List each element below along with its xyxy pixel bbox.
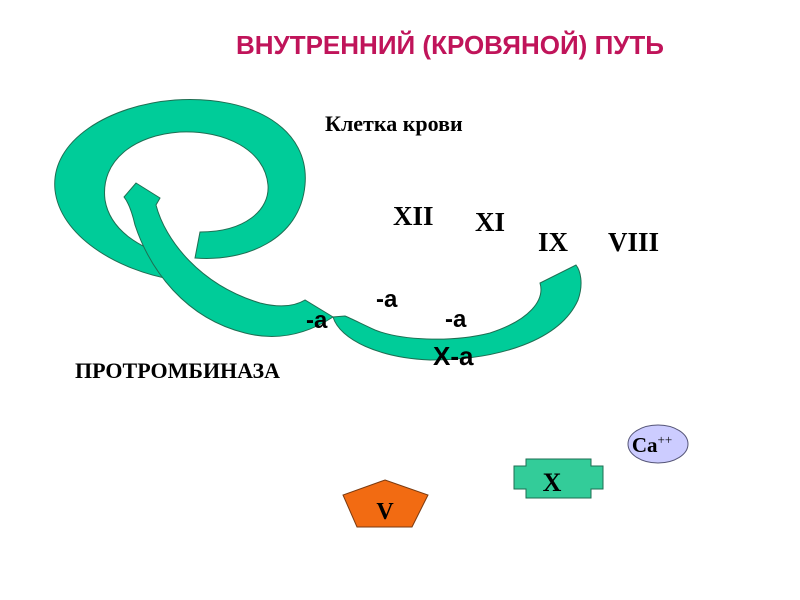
- factor-x-label: X: [543, 468, 562, 497]
- calcium-ion-label: Ca++: [632, 432, 672, 457]
- factor-xa-label: X-а: [433, 341, 474, 371]
- prothrombinase-label: ПРОТРОМБИНАЗА: [75, 358, 281, 383]
- activation-mark-left: -а: [306, 307, 328, 334]
- factor-v-token: [342, 479, 429, 528]
- factor-v-label: V: [376, 499, 394, 525]
- factor-xi-label: XI: [475, 207, 506, 237]
- page-title: ВНУТРЕННИЙ (КРОВЯНОЙ) ПУТЬ: [235, 30, 664, 60]
- curved-arrow-left: [123, 182, 334, 337]
- activation-mark-upper: -а: [376, 286, 398, 313]
- ring-arrow: [54, 99, 306, 281]
- curved-arrow-bottom: [332, 264, 582, 361]
- activation-mark-right: -а: [445, 306, 467, 333]
- blood-cell-label: Клетка крови: [325, 111, 463, 136]
- calcium-charge: ++: [658, 432, 673, 447]
- factor-ix-label: IX: [538, 227, 569, 257]
- factor-viii-label: VIII: [608, 227, 660, 257]
- factor-x-token: [513, 458, 604, 499]
- factor-xii-label: XII: [393, 201, 434, 231]
- calcium-ion-token: [627, 424, 689, 464]
